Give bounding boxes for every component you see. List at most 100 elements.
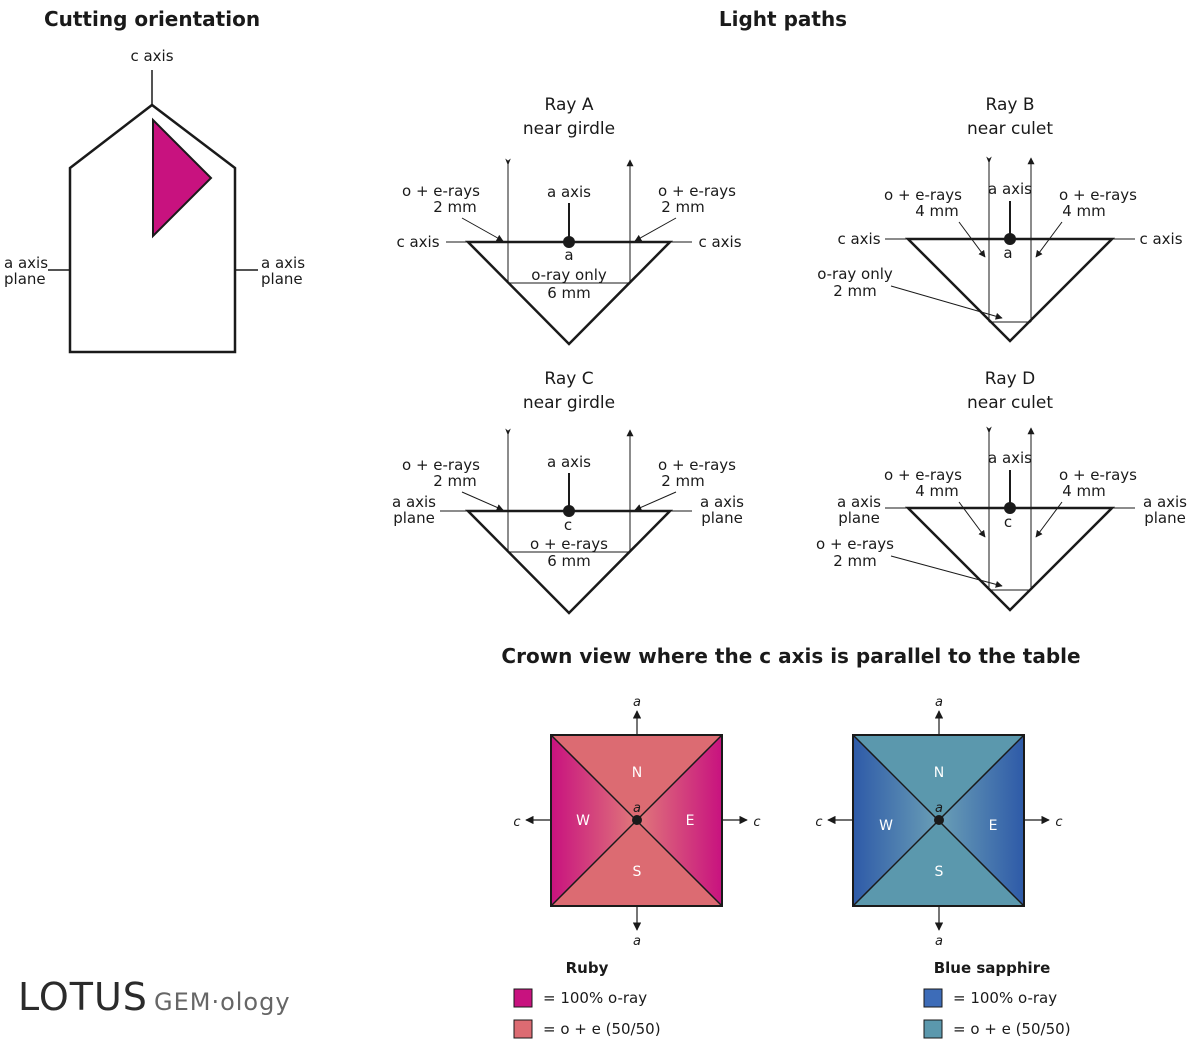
ray-a-subtitle: near girdle xyxy=(523,119,615,139)
sapphire-north-facet xyxy=(853,735,1024,820)
ray-b-side-right: c axis xyxy=(1139,230,1182,248)
sapphire-west-label: W xyxy=(879,818,893,834)
ruby-crown-view: a N S W E a a c c xyxy=(513,695,760,949)
ray-b-left-label-2: 4 mm xyxy=(915,202,959,220)
sapphire-crown-view: a N S W E a a c c xyxy=(815,695,1062,949)
ray-a-dot-label: a xyxy=(564,246,573,264)
ray-a-title: Ray A xyxy=(545,95,594,115)
left-plane-label-1: a axis xyxy=(4,254,48,272)
sapphire-legend-item-2: = o + e (50/50) xyxy=(953,1020,1071,1038)
sapphire-swatch-o-e xyxy=(923,1019,943,1039)
ray-c-side-left-1: a axis xyxy=(392,493,436,511)
sapphire-axis-top: a xyxy=(935,695,943,710)
sapphire-south-facet xyxy=(853,820,1024,906)
ruby-west-facet xyxy=(551,735,637,906)
ray-c-dot-label: c xyxy=(564,516,572,534)
sapphire-axis-left: c xyxy=(815,815,822,830)
ruby-legend-title: Ruby xyxy=(566,959,609,977)
ray-d-right-pointer xyxy=(1035,501,1063,538)
sapphire-south-label: S xyxy=(935,864,944,880)
ray-c-side-right-2: plane xyxy=(701,509,743,527)
ray-a-panel: Ray A near girdle a axis a o + e-rays 2 … xyxy=(396,95,742,346)
ruby-east-facet xyxy=(637,735,722,906)
ray-a-left-label-1: o + e-rays xyxy=(402,182,480,200)
ray-b-left-pointer xyxy=(958,221,986,258)
ray-d-right-label-1: o + e-rays xyxy=(1059,466,1137,484)
ray-b-axis-dot xyxy=(1004,233,1016,245)
ray-c-panel: Ray C near girdle a axis c o + e-rays 2 … xyxy=(392,369,744,615)
ray-c-side-right-1: a axis xyxy=(700,493,744,511)
light-paths-title: Light paths xyxy=(719,7,847,31)
ray-b-panel: Ray B near culet a axis a o + e-rays 4 m… xyxy=(817,95,1183,343)
ray-c-right-label-1: o + e-rays xyxy=(658,456,736,474)
ray-d-subtitle: near culet xyxy=(967,393,1053,413)
ray-b-subtitle: near culet xyxy=(967,119,1053,139)
ruby-west-label: W xyxy=(576,813,590,829)
ruby-legend: Ruby = 100% o-ray = o + e (50/50) xyxy=(513,959,661,1039)
ray-c-title: Ray C xyxy=(544,369,593,389)
sapphire-north-label: N xyxy=(934,765,944,781)
ray-b-inner-label-2: 2 mm xyxy=(833,282,877,300)
sapphire-west-facet xyxy=(853,735,939,906)
ray-b-side-left: c axis xyxy=(837,230,880,248)
ruby-east-label: E xyxy=(686,813,695,829)
ray-c-right-label-2: 2 mm xyxy=(661,472,705,490)
ray-d-side-left-1: a axis xyxy=(837,493,881,511)
ray-a-left-pointer xyxy=(461,217,504,242)
ray-d-side-right-2: plane xyxy=(1144,509,1186,527)
ray-d-dot-label: c xyxy=(1004,513,1012,531)
ray-c-left-label-2: 2 mm xyxy=(433,472,477,490)
ray-c-inner-label-2: 6 mm xyxy=(547,552,591,570)
ray-b-inner-label-1: o-ray only xyxy=(817,265,893,283)
ray-b-right-pointer xyxy=(1035,221,1063,258)
ruby-north-facet xyxy=(551,735,722,820)
ray-d-inner-pointer xyxy=(890,555,1003,588)
ray-c-axis-dot xyxy=(563,505,575,517)
ray-c-right-pointer xyxy=(634,491,677,511)
ray-a-axis-label: a axis xyxy=(547,183,591,201)
ray-a-right-label-2: 2 mm xyxy=(661,198,705,216)
ray-b-right-label-2: 4 mm xyxy=(1062,202,1106,220)
ray-a-left-label-2: 2 mm xyxy=(433,198,477,216)
ray-d-inner-label-2: 2 mm xyxy=(833,552,877,570)
ruby-center-label: a xyxy=(633,801,641,816)
ruby-center-dot xyxy=(632,815,642,825)
cutting-c-axis-label: c axis xyxy=(130,47,173,65)
ray-d-left-label-1: o + e-rays xyxy=(884,466,962,484)
ray-d-panel: Ray D near culet a axis c o + e-rays 4 m… xyxy=(816,369,1187,612)
ruby-axis-top: a xyxy=(633,695,641,710)
ray-c-subtitle: near girdle xyxy=(523,393,615,413)
ruby-axis-bottom: a xyxy=(633,934,641,949)
sapphire-legend-item-1: = 100% o-ray xyxy=(953,989,1057,1007)
ruby-axis-left: c xyxy=(513,815,520,830)
ray-d-side-left-2: plane xyxy=(838,509,880,527)
ruby-swatch-o-ray xyxy=(513,988,533,1008)
ruby-south-facet xyxy=(551,820,722,906)
cutting-orientation-title: Cutting orientation xyxy=(44,7,260,31)
sapphire-axis-bottom: a xyxy=(935,934,943,949)
sapphire-center-dot xyxy=(934,815,944,825)
ray-d-left-label-2: 4 mm xyxy=(915,482,959,500)
sapphire-swatch-o-ray xyxy=(923,988,943,1008)
sapphire-east-label: E xyxy=(989,818,998,834)
logo-main: LOTUS xyxy=(18,975,148,1019)
ray-d-left-pointer xyxy=(958,501,986,538)
ruby-swatch-o-e xyxy=(513,1019,533,1039)
ray-c-left-pointer xyxy=(461,491,504,511)
sapphire-legend: Blue sapphire = 100% o-ray = o + e (50/5… xyxy=(923,959,1071,1039)
right-plane-label-1: a axis xyxy=(261,254,305,272)
ray-c-axis-label: a axis xyxy=(547,453,591,471)
ruby-south-label: S xyxy=(633,864,642,880)
ruby-legend-item-1: = 100% o-ray xyxy=(543,989,647,1007)
ray-b-left-label-1: o + e-rays xyxy=(884,186,962,204)
ray-b-title: Ray B xyxy=(986,95,1035,115)
right-plane-label-2: plane xyxy=(261,270,303,288)
ray-d-side-right-1: a axis xyxy=(1143,493,1187,511)
crystal-outline xyxy=(68,103,237,354)
ray-d-inner-label-1: o + e-rays xyxy=(816,535,894,553)
left-plane-label-2: plane xyxy=(4,270,46,288)
crown-view-title: Crown view where the c axis is parallel … xyxy=(501,644,1080,668)
logo-sub: GEM·ology xyxy=(153,988,291,1016)
ray-b-right-label-1: o + e-rays xyxy=(1059,186,1137,204)
